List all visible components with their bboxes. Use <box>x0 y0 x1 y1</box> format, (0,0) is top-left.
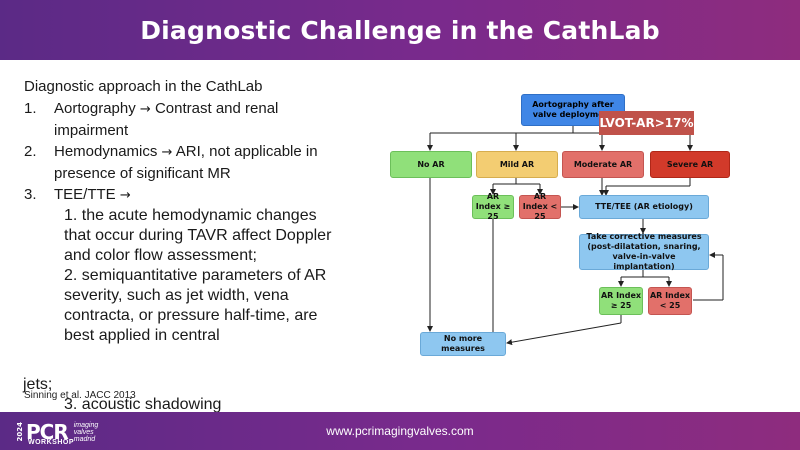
item-label: Aortography <box>54 100 136 117</box>
tee-point-1: 1. the acute hemodynamic changes that oc… <box>64 207 332 264</box>
item-number: 3. <box>24 186 37 203</box>
no-more-measures-box: No more measures <box>420 332 506 356</box>
left-heading: Diagnostic approach in the CathLab <box>24 78 263 95</box>
ar-index-lt25-box: AR Index < 25 <box>519 192 561 221</box>
severe-ar-box: Severe AR <box>650 151 730 178</box>
item-label: Hemodynamics <box>54 143 158 160</box>
title-bar: Diagnostic Challenge in the CathLab <box>0 0 800 60</box>
ar-index-ge25-box-2: AR Index ≥ 25 <box>599 287 643 315</box>
footer-url[interactable]: www.pcrimagingvalves.com <box>326 424 474 438</box>
arrow-icon: → <box>139 102 151 117</box>
tee-details: 1. the acute hemodynamic changes that oc… <box>64 206 339 346</box>
item-label: TEE/TTE <box>54 186 116 203</box>
ar-index-ge25-box: AR Index ≥ 25 <box>472 192 514 221</box>
item-number: 2. <box>24 143 37 160</box>
logo-brand: PCR <box>26 420 69 444</box>
pcr-logo: 2024 PCR WORKSHOP imaging valves madrid <box>16 416 108 448</box>
item-number: 1. <box>24 100 37 117</box>
tee-point-3: 3. acoustic shadowing <box>64 396 222 413</box>
tee-point-2: 2. semiquantitative parameters of AR sev… <box>64 267 327 344</box>
footer: 2024 PCR WORKSHOP imaging valves madrid … <box>0 412 800 450</box>
list-item: 2. Hemodynamics → ARI, not applicable in… <box>24 141 354 184</box>
overflow-text: jets; <box>23 376 53 393</box>
left-text: Diagnostic approach in the CathLab 1. Ao… <box>24 76 354 206</box>
lvot-label: LVOT-AR>17% <box>599 111 694 135</box>
item-detail: Contrast and renal impairment <box>54 100 279 139</box>
logo-tagline: imaging valves madrid <box>73 421 99 443</box>
arrow-icon: → <box>161 145 173 160</box>
corrective-measures-box: Take corrective measures (post-dilatatio… <box>579 232 709 271</box>
no-ar-box: No AR <box>390 151 472 178</box>
arrow-icon: → <box>119 188 131 203</box>
item-detail: ARI, not applicable in presence of signi… <box>54 143 318 182</box>
slide-title: Diagnostic Challenge in the CathLab <box>140 15 660 45</box>
moderate-ar-box: Moderate AR <box>562 151 644 178</box>
tte-tee-box: TTE/TEE (AR etiology) <box>579 195 709 219</box>
citation: Sinning et al. JACC 2013 <box>24 390 136 401</box>
list-item: 1. Aortography → Contrast and renal impa… <box>24 98 354 141</box>
logo-workshop: WORKSHOP <box>28 439 74 446</box>
list-item: 3. TEE/TTE → <box>24 184 354 206</box>
ar-index-lt25-box-2: AR Index < 25 <box>648 287 692 315</box>
mild-ar-box: Mild AR <box>476 151 558 178</box>
